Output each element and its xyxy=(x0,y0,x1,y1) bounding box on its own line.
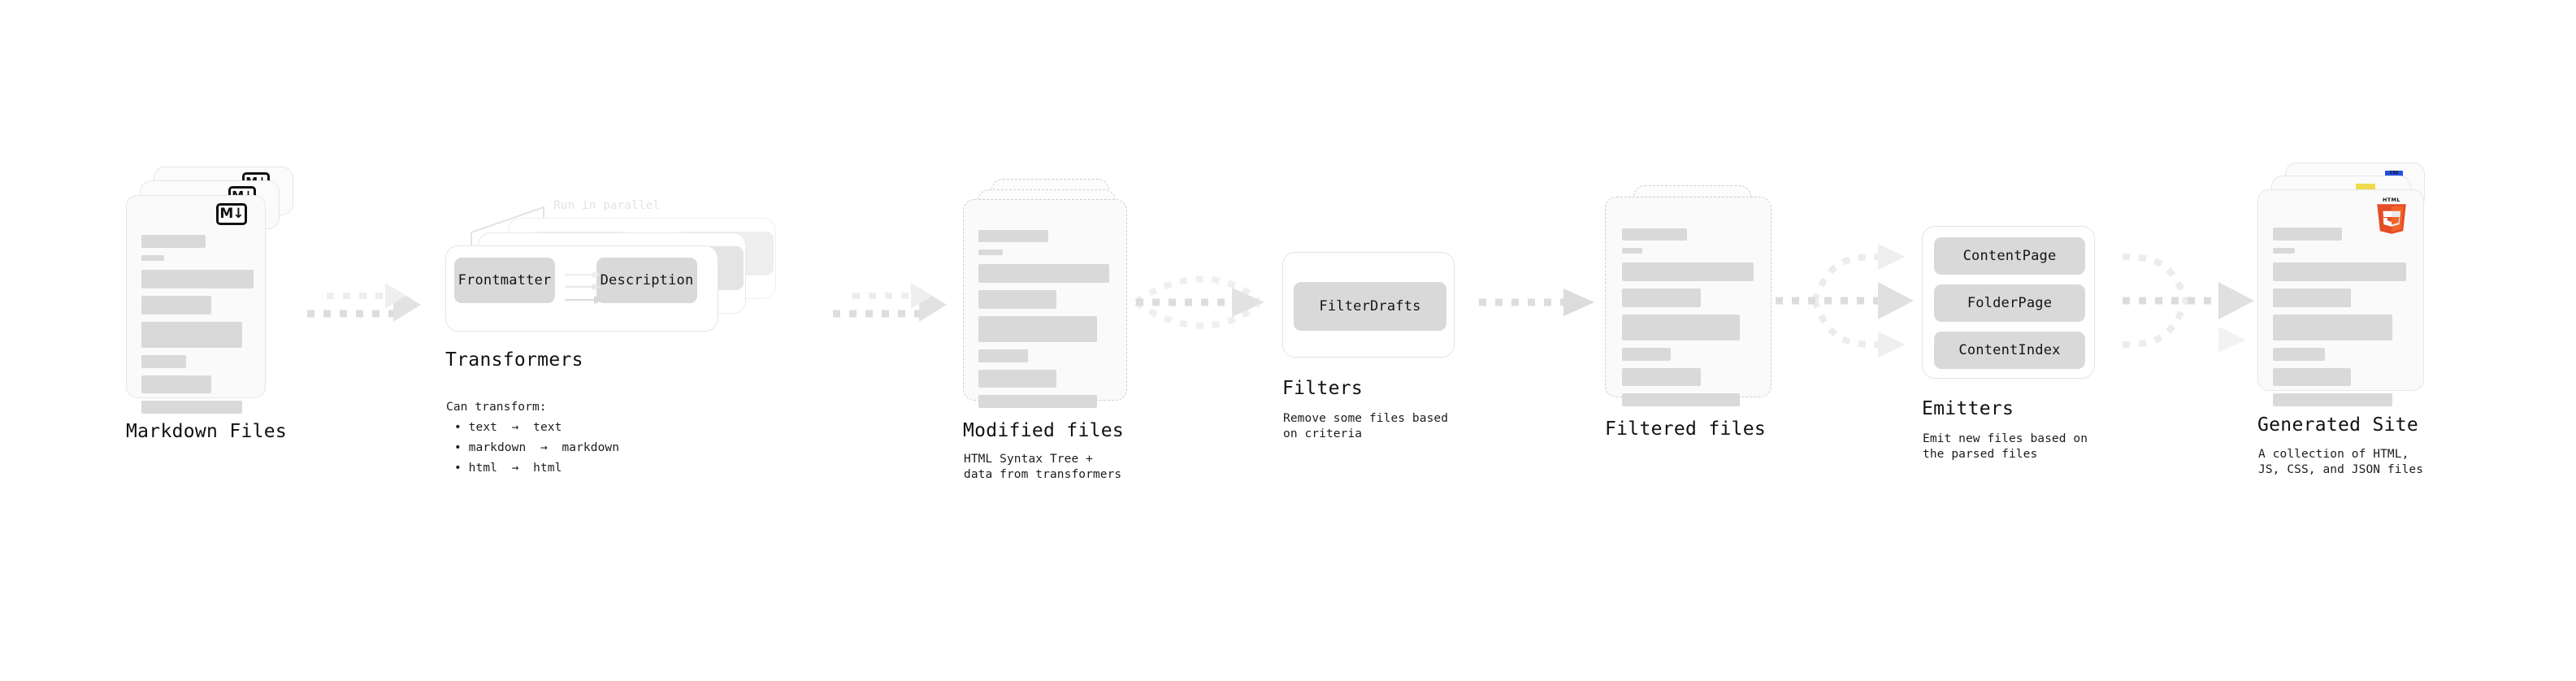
markdown-card-front: M↓ xyxy=(126,195,266,414)
css-badge: CSS xyxy=(2385,171,2403,178)
label-run-in-parallel: Run in parallel xyxy=(553,199,660,212)
modified-card-front xyxy=(963,199,1127,408)
label-generated-site: Generated Site xyxy=(2257,414,2419,436)
desc-filters: Remove some files based on criteria xyxy=(1283,412,1449,440)
arrow-markdown-to-transformers xyxy=(307,283,429,322)
label-emitters: Emitters xyxy=(1922,398,2014,419)
html5-logo: HTML xyxy=(2377,197,2406,234)
arrow-filtered-to-emitters xyxy=(1776,236,1918,366)
desc-emitters: Emit new files based on the parsed files xyxy=(1923,432,2088,461)
label-markdown-files: Markdown Files xyxy=(126,421,288,442)
desc-generated-site: A collection of HTML, JS, CSS, and JSON … xyxy=(2258,448,2424,476)
label-filtered-files: Filtered files xyxy=(1605,419,1767,440)
transformer-pill-description[interactable]: Description xyxy=(596,258,697,303)
bullet-text-to-text: • text → text xyxy=(454,421,562,434)
modified-card-skeleton xyxy=(978,230,1113,415)
filters-box: FilterDrafts xyxy=(1282,252,1455,358)
filtered-card-skeleton xyxy=(1622,228,1758,414)
desc-modified-files: HTML Syntax Tree + data from transformer… xyxy=(964,453,1122,481)
transformer-box-front: Frontmatter Description xyxy=(445,245,718,332)
filtered-file-stack xyxy=(1605,185,1780,421)
markdown-logo-front: M↓ xyxy=(216,203,247,225)
emitter-pill-contentindex[interactable]: ContentIndex xyxy=(1934,332,2085,369)
stage-filtered-files: Filtered files xyxy=(1605,185,1780,440)
stage-markdown-files: M↓ M↓ M↓ Markdown Files xyxy=(126,167,297,442)
markdown-file-stack: M↓ M↓ M↓ xyxy=(126,167,297,427)
emitters-box: ContentPage FolderPage ContentIndex xyxy=(1922,226,2095,379)
arrow-modified-to-filters xyxy=(1134,268,1274,333)
emitter-pill-contentpage[interactable]: ContentPage xyxy=(1934,237,2085,275)
transformer-pill-frontmatter[interactable]: Frontmatter xyxy=(454,258,555,303)
site-file-stack: CSS HTML xyxy=(2257,163,2444,423)
stage-modified-files: Modified files HTML Syntax Tree + data f… xyxy=(963,179,1142,481)
desc-transformers: Can transform: xyxy=(446,401,547,414)
arrow-transformers-to-modified xyxy=(833,283,955,322)
bullet-markdown-to-markdown: • markdown → markdown xyxy=(454,441,620,454)
site-card-skeleton xyxy=(2273,228,2410,414)
site-card-front-html: HTML xyxy=(2257,189,2424,406)
bullet-html-to-html: • html → html xyxy=(454,462,562,475)
stage-generated-site: CSS HTML xyxy=(2257,163,2444,476)
filtered-card-front xyxy=(1605,197,1772,406)
label-transformers: Transformers xyxy=(445,349,583,371)
label-filters: Filters xyxy=(1282,378,1364,399)
arrow-filters-to-filtered xyxy=(1479,286,1601,319)
modified-file-stack xyxy=(963,179,1142,423)
emitter-pill-folderpage[interactable]: FolderPage xyxy=(1934,284,2085,322)
arrow-emitters-to-site xyxy=(2113,236,2259,366)
stage-filters: FilterDrafts Filters Remove some files b… xyxy=(1282,252,1455,440)
svg-text:HTML: HTML xyxy=(2383,197,2400,203)
markdown-card-skeleton xyxy=(141,235,254,421)
transformer-inner-arrows xyxy=(565,271,604,304)
filter-pill-filterdrafts[interactable]: FilterDrafts xyxy=(1294,282,1446,331)
label-modified-files: Modified files xyxy=(963,420,1125,441)
stage-emitters: ContentPage FolderPage ContentIndex Emit… xyxy=(1922,226,2095,461)
